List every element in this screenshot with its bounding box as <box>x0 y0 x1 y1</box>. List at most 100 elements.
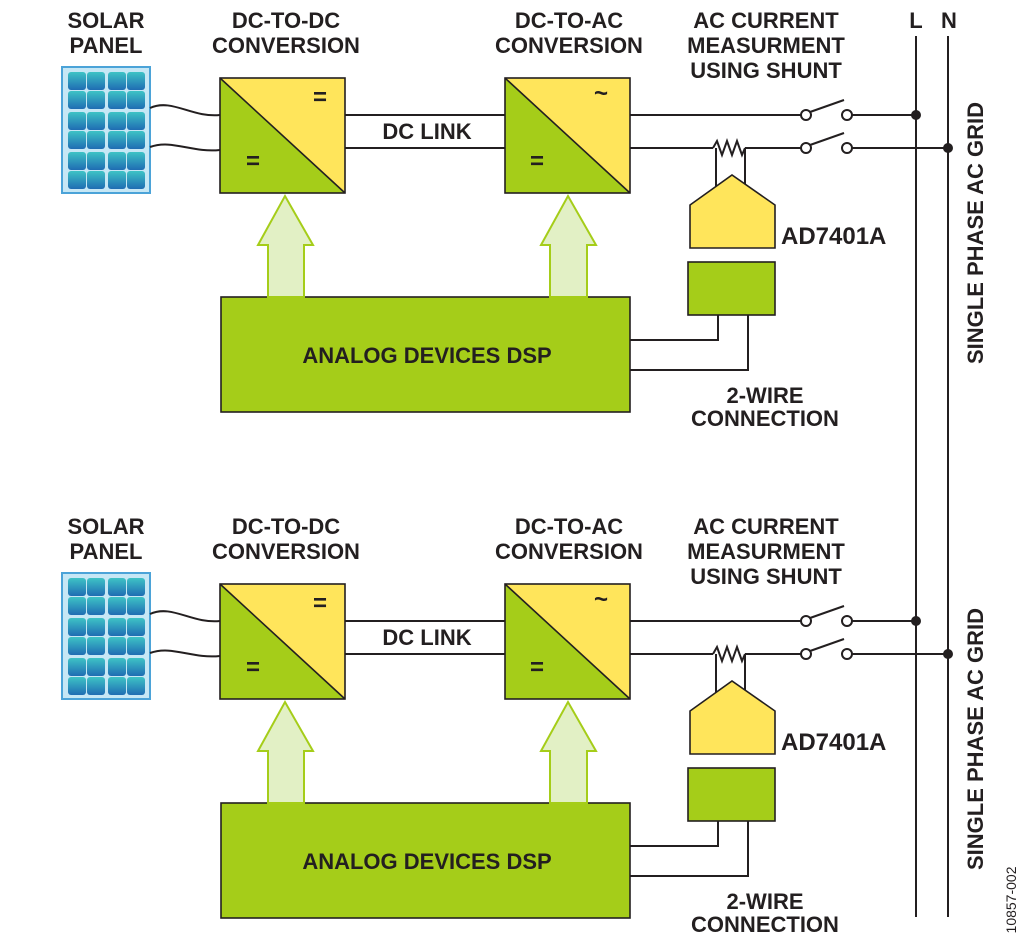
dc-dc-input-symbol: = <box>246 148 260 175</box>
dc-ac-divider <box>504 583 631 700</box>
switch-contact <box>800 648 812 660</box>
switch-contact <box>841 615 853 627</box>
switch-lever <box>809 605 845 619</box>
dc-dc-border <box>219 583 346 700</box>
dc-ac-title-line1: DC-TO-AC <box>515 514 623 539</box>
dc-ac-divider <box>504 77 631 194</box>
inverter-stage-2: SOLAR PANEL DC-TO-DC CONVERSION DC-TO-AC… <box>61 514 988 937</box>
two-wire-label-line1: 2-WIRE <box>727 889 804 914</box>
dc-dc-input-symbol: = <box>246 654 260 681</box>
solar-panel-icon <box>61 572 151 700</box>
dc-link-label: DC LINK <box>382 119 471 144</box>
dc-ac-converter: ~ = <box>504 583 631 700</box>
ad7401a-label: AD7401A <box>781 223 886 250</box>
dsp-block-border <box>220 296 631 413</box>
switch-icon <box>800 638 853 660</box>
ac-measurement-title-line1: AC CURRENT <box>693 514 839 539</box>
dc-link-label: DC LINK <box>382 625 471 650</box>
dc-dc-divider <box>219 77 346 194</box>
n-bus-label: N <box>941 8 957 33</box>
ad7401a-digital-side-border <box>687 261 776 316</box>
ad7401a-label: AD7401A <box>781 729 886 756</box>
solar-panel-title-line2: PANEL <box>70 539 143 564</box>
solar-panel-title-line2: PANEL <box>70 33 143 58</box>
dc-ac-output-symbol: ~ <box>594 80 608 107</box>
panel-positive-wire <box>149 610 221 623</box>
dsp-label: ANALOG DEVICES DSP <box>302 343 551 368</box>
dc-dc-converter: = = <box>219 77 346 194</box>
two-wire-label-line2: CONNECTION <box>691 912 839 937</box>
ad7401a-digital-side <box>688 768 775 821</box>
shunt-resistor-icon <box>712 644 746 664</box>
two-wire-label-line2: CONNECTION <box>691 406 839 431</box>
dsp-block-border <box>220 802 631 919</box>
dsp-label: ANALOG DEVICES DSP <box>302 849 551 874</box>
dsp-block <box>221 803 630 918</box>
panel-positive-wire <box>149 104 221 117</box>
l-bus-label: L <box>909 8 922 33</box>
dc-ac-title-line2: CONVERSION <box>495 539 643 564</box>
dsp-block <box>221 297 630 412</box>
solar-panel-icon <box>61 66 151 194</box>
dc-dc-title-line2: CONVERSION <box>212 33 360 58</box>
ac-measurement-title-line2: MEASURMENT <box>687 539 845 564</box>
dc-dc-title-line1: DC-TO-DC <box>232 8 340 33</box>
panel-negative-wire <box>149 649 221 658</box>
dsp-to-dc-ac-control-arrow <box>539 699 598 804</box>
two-wire-data-line <box>630 821 719 847</box>
dc-dc-converter: = = <box>219 583 346 700</box>
grid-label: SINGLE PHASE AC GRID <box>963 102 988 364</box>
ac-measurement-title-line2: MEASURMENT <box>687 33 845 58</box>
dc-dc-title-line2: CONVERSION <box>212 539 360 564</box>
dsp-to-dc-dc-control-arrow <box>256 193 315 298</box>
l-bus-junction-dot <box>911 616 921 626</box>
ad7401a-digital-side <box>688 262 775 315</box>
dsp-to-dc-ac-control-arrow <box>539 193 598 298</box>
dc-ac-border <box>504 77 631 194</box>
switch-icon <box>800 99 853 121</box>
dc-ac-input-symbol: = <box>530 654 544 681</box>
dc-ac-title-line2: CONVERSION <box>495 33 643 58</box>
switch-contact <box>800 109 812 121</box>
ad7401a-modulator <box>690 175 775 248</box>
dc-ac-converter: ~ = <box>504 77 631 194</box>
panel-negative-wire <box>149 143 221 152</box>
grid-label: SINGLE PHASE AC GRID <box>963 608 988 870</box>
n-bus-junction-dot <box>943 143 953 153</box>
n-bus-junction-dot <box>943 649 953 659</box>
solar-panel-title-line1: SOLAR <box>68 514 145 539</box>
figure-id: 10857-002 <box>1003 866 1019 933</box>
switch-contact <box>800 615 812 627</box>
ad7401a-modulator <box>690 681 775 754</box>
switch-contact <box>800 142 812 154</box>
dc-dc-output-symbol: = <box>313 84 327 111</box>
switch-contact <box>841 648 853 660</box>
switch-contact <box>841 142 853 154</box>
ad7401a-modulator-border <box>689 174 776 249</box>
dc-dc-border <box>219 77 346 194</box>
two-wire-data-line <box>630 315 719 341</box>
ad7401a-digital-side-border <box>687 767 776 822</box>
dc-ac-border <box>504 583 631 700</box>
ac-measurement-title-line3: USING SHUNT <box>690 564 842 589</box>
switch-contact <box>841 109 853 121</box>
solar-panel-title-line1: SOLAR <box>68 8 145 33</box>
dc-dc-output-symbol: = <box>313 590 327 617</box>
inverter-stage-1: SOLAR PANEL DC-TO-DC CONVERSION DC-TO-AC… <box>61 8 988 431</box>
two-wire-label-line1: 2-WIRE <box>727 383 804 408</box>
ad7401a-modulator-border <box>689 680 776 755</box>
two-wire-clock-line <box>630 821 749 877</box>
solar-panel-cells <box>68 72 146 189</box>
dc-ac-title-line1: DC-TO-AC <box>515 8 623 33</box>
switch-lever <box>809 132 845 146</box>
switch-icon <box>800 605 853 627</box>
ac-measurement-title-line1: AC CURRENT <box>693 8 839 33</box>
solar-panel-cells <box>68 578 146 695</box>
l-bus-junction-dot <box>911 110 921 120</box>
dsp-to-dc-dc-control-arrow <box>256 699 315 804</box>
shunt-resistor-icon <box>712 138 746 158</box>
switch-lever <box>809 638 845 652</box>
two-wire-clock-line <box>630 315 749 371</box>
dc-ac-input-symbol: = <box>530 148 544 175</box>
